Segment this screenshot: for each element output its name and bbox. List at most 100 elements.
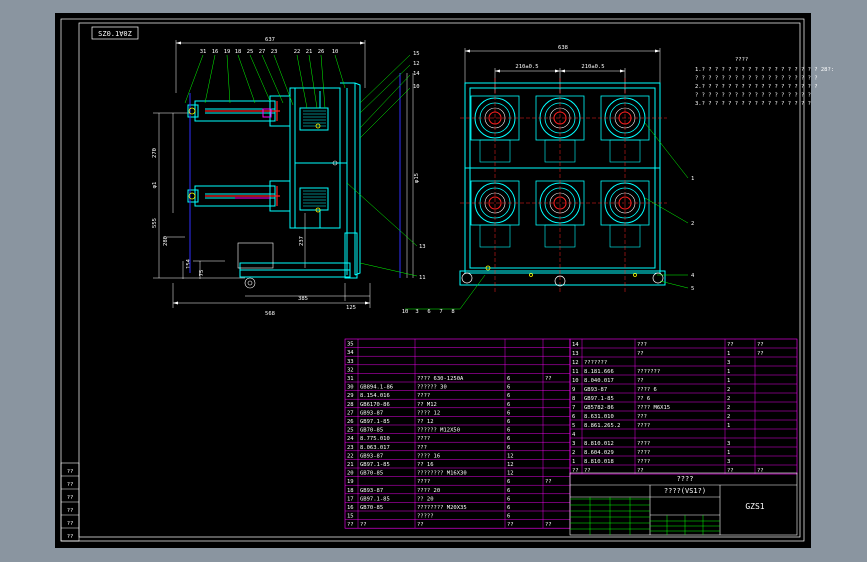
bom-cell-name: ????: [417, 393, 430, 399]
bom-cell-qty: 6: [507, 393, 510, 399]
bom-cell-code: ???????: [584, 360, 607, 366]
bom-cell-name: ????: [417, 436, 430, 442]
bom-cell-no: 13: [572, 351, 579, 357]
note-line: 3.? ? ? ? ? ? ? ? ? ? ? ? ? ? ? ? ?: [695, 101, 811, 107]
bom-cell-code: 8.181.666: [584, 369, 614, 375]
bom-cell-code: 8.154.016: [360, 393, 390, 399]
bom-cell-no: 1: [572, 459, 575, 465]
bom-cell-qty: 12: [507, 462, 514, 468]
bom-cell-name: ???????: [637, 369, 660, 375]
bom-cell-note: ??: [757, 468, 764, 474]
bom-cell-code: ??: [360, 522, 367, 528]
side-view-label: 16: [212, 49, 219, 55]
bom-cell-name: ??: [637, 378, 644, 384]
bom-cell-qty: 6: [507, 445, 510, 451]
bom-cell-code: GB93-87: [584, 387, 607, 393]
bom-cell-name: ???? M6X15: [637, 405, 670, 411]
bom-cell-code: 8.063.017: [360, 445, 390, 451]
bom-cell-code: GB70-85: [360, 428, 383, 434]
dim-125: 125: [346, 305, 356, 311]
bom-cell-qty: 3: [727, 441, 730, 447]
bom-cell-code: GB97.1-85: [360, 462, 390, 468]
bom-cell-qty: 6: [507, 419, 510, 425]
side-view-right-label: 14: [413, 71, 420, 77]
bom-cell-code: GB93-87: [360, 453, 383, 459]
bom-cell-no: 31: [347, 376, 354, 382]
front-view-side-label: 2: [691, 221, 694, 227]
bom-row: 34: [347, 350, 354, 356]
bom-cell-qty: 1: [727, 369, 730, 375]
note-line: ? ? ? ? ? ? ? ? ? ? ? ? ? ? ? ? ? ? ?: [695, 76, 818, 82]
bom-cell-no: 20: [347, 471, 354, 477]
bom-cell-qty: 6: [507, 479, 510, 485]
front-view-side-label: 1: [691, 176, 694, 182]
front-view-bottom-label: 3: [415, 309, 418, 315]
bom-row: ??????????: [572, 468, 764, 474]
side-view-label: 19: [224, 49, 231, 55]
dim-280: 280: [163, 236, 169, 246]
bom-cell-qty: 2: [727, 405, 730, 411]
bom-cell-code: 8.810.018: [584, 459, 614, 465]
bom-cell-name: ??: [637, 351, 644, 357]
bom-cell-code: GB70-85: [360, 471, 383, 477]
bom-cell-no: 30: [347, 385, 354, 391]
bom-cell-name: ????: [417, 479, 430, 485]
binding-strip-label: ??: [67, 534, 74, 540]
bom-cell-code: 8.775.010: [360, 436, 390, 442]
front-view-bottom-label: 10: [402, 309, 409, 315]
bom-cell-name: ?? 16: [417, 462, 434, 468]
bom-cell-code: GB70-85: [360, 505, 383, 511]
bom-cell-name: ????: [637, 450, 650, 456]
side-view-label: 21: [306, 49, 313, 55]
bom-cell-code: GB894.1-86: [360, 385, 393, 391]
bom-cell-no: 5: [572, 423, 575, 429]
bom-cell-code: 8.861.265.2: [584, 423, 620, 429]
bom-cell-no: 7: [572, 405, 575, 411]
bom-cell-qty: 6: [507, 436, 510, 442]
bom-row: 32: [347, 367, 354, 373]
bom-cell-no: 24: [347, 436, 354, 442]
dim-270: 270: [152, 148, 158, 158]
technical-notes: ???? 1.? ? ? ? ? ? ? ? ? ? ? ? ? ? ? ? ?…: [695, 57, 834, 107]
bom-row: 15?????6: [347, 514, 510, 520]
side-view-label-11: 11: [419, 275, 426, 281]
bom-cell-note: ??: [545, 376, 552, 382]
bom-cell-code: 8.040.017: [584, 378, 614, 384]
bom-cell-name: ?????? 30: [417, 385, 447, 391]
bom-row: 4: [572, 432, 576, 438]
bom-cell-qty: 12: [507, 471, 514, 477]
bom-cell-no: 4: [572, 432, 576, 438]
top-stamp: SZ0.1∀0Z: [91, 26, 139, 40]
bom-cell-qty: 3: [727, 459, 730, 465]
bom-cell-name: ???: [637, 342, 647, 348]
bom-cell-no: ??: [572, 468, 579, 474]
bom-cell-no: 10: [572, 378, 579, 384]
bom-cell-name: ???? 630-1250A: [417, 376, 464, 382]
cad-viewport[interactable]: ???????????? SZ0.1∀0Z: [55, 13, 834, 548]
bom-cell-name: ?? M12: [417, 402, 437, 408]
bom-row: 33: [347, 359, 354, 365]
bom-cell-name: ???? 16: [417, 453, 440, 459]
note-line: ? ? ? ? ? ? ? ? ? ? ? ? ? ? ? ? ? ?: [695, 93, 811, 99]
binding-strip-label: ??: [67, 508, 74, 514]
bom-cell-note: ??: [757, 342, 764, 348]
bom-cell-qty: 12: [507, 453, 514, 459]
stamp-text: SZ0.1∀0Z: [98, 30, 132, 38]
front-view-bottom-label: 7: [439, 309, 442, 315]
notes-heading: ????: [735, 57, 748, 63]
bom-cell-qty: 2: [727, 387, 730, 393]
bom-cell-no: 2: [572, 450, 575, 456]
